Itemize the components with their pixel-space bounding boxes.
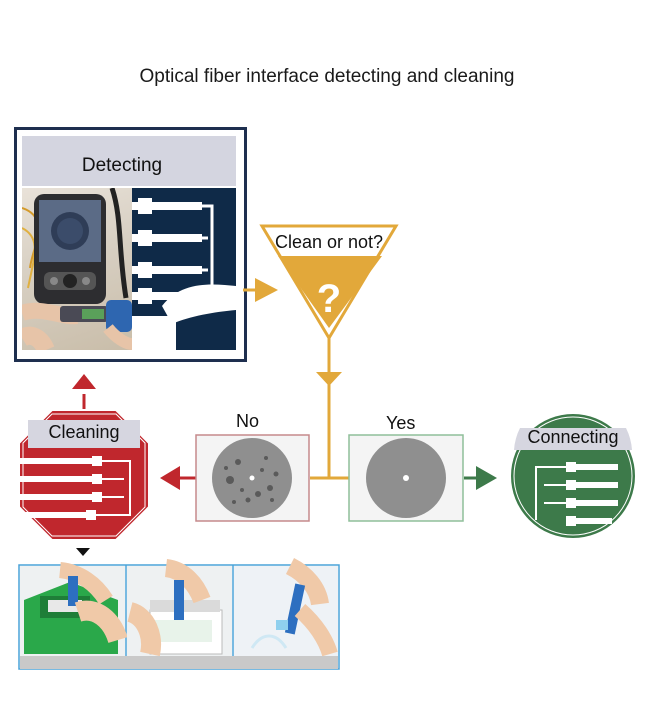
fiber-connectors-icon bbox=[132, 198, 236, 350]
arrow-up-icon bbox=[72, 374, 96, 389]
fiber-connectors-panel bbox=[132, 188, 236, 350]
yes-label: Yes bbox=[386, 413, 416, 433]
arrow-to-cleaning-icon bbox=[160, 466, 180, 490]
arrow-to-decision-icon bbox=[255, 278, 278, 302]
decision-triangle bbox=[278, 256, 382, 328]
detecting-header bbox=[22, 136, 236, 186]
connecting-label: Connecting bbox=[527, 427, 619, 447]
cleaning-label: Cleaning bbox=[48, 422, 120, 442]
fiber-inspection-scope-photo bbox=[22, 188, 132, 350]
question-mark-icon: ? bbox=[317, 277, 341, 321]
arrow-to-connecting-icon bbox=[476, 466, 497, 490]
fiber-inspection-scope-icon bbox=[22, 188, 132, 350]
detecting-label: Detecting bbox=[81, 155, 163, 176]
arrow-down-icon bbox=[316, 372, 342, 386]
arrow-small-down-icon bbox=[76, 548, 90, 556]
decision-label: Clean or not? bbox=[274, 232, 384, 252]
diagram-title: Optical fiber interface detecting and cl… bbox=[139, 66, 515, 87]
no-label: No bbox=[236, 411, 260, 431]
